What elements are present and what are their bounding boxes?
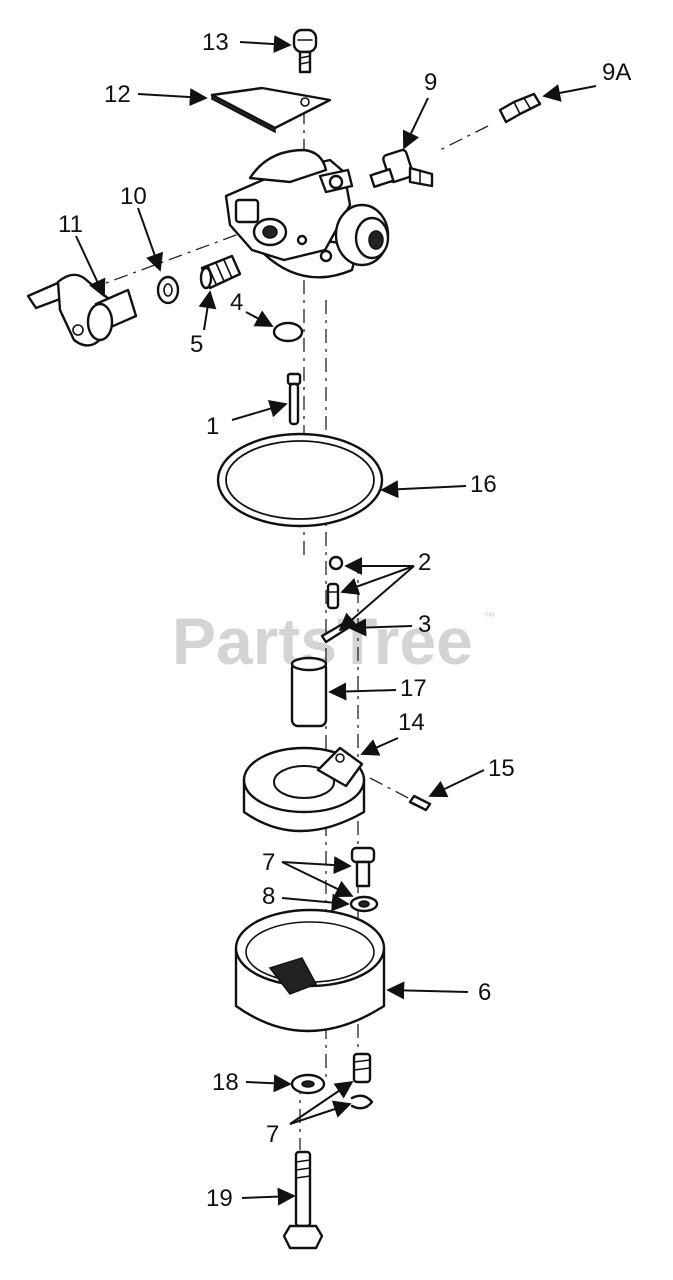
callout-16: 16 <box>470 471 497 498</box>
leader-arrows <box>75 35 597 1206</box>
part-4-welch-plug <box>272 321 304 343</box>
part-6-float-bowl <box>234 908 386 1033</box>
part-15-pin <box>408 794 432 812</box>
part-13-screw <box>292 28 318 74</box>
part-14-float-bowl-ring <box>242 746 366 833</box>
part-9a-fitting <box>498 92 542 124</box>
callout-2: 2 <box>418 549 431 576</box>
part-16-gasket-ring <box>216 432 384 528</box>
callout-3: 3 <box>418 611 431 638</box>
callout-19: 19 <box>206 1185 233 1212</box>
carburetor-body <box>224 148 390 279</box>
callout-13: 13 <box>202 29 229 56</box>
part-9-elbow-fitting <box>369 148 434 188</box>
callout-7-upper: 7 <box>262 849 275 876</box>
callout-9a: 9A <box>602 59 631 86</box>
callout-18: 18 <box>212 1069 239 1096</box>
part-10-washer <box>156 275 180 305</box>
callout-1: 1 <box>206 413 219 440</box>
part-17-sleeve <box>290 656 328 728</box>
callout-15: 15 <box>488 755 515 782</box>
part-5-spring <box>199 254 242 290</box>
part-7-clip-lower <box>350 1094 374 1110</box>
callout-9: 9 <box>424 69 437 96</box>
part-12-gasket <box>210 86 332 134</box>
callout-14: 14 <box>398 709 425 736</box>
watermark-trademark: ™ <box>484 611 495 623</box>
callout-10: 10 <box>120 183 147 210</box>
callout-12: 12 <box>104 81 131 108</box>
part-1-nozzle <box>286 372 302 426</box>
part-11-throttle-shaft <box>26 273 138 347</box>
callout-6: 6 <box>478 979 491 1006</box>
part-18-washer <box>290 1073 326 1095</box>
callout-8: 8 <box>262 883 275 910</box>
part-19-bolt <box>282 1150 324 1250</box>
callout-11: 11 <box>58 211 83 238</box>
part-7-screw-upper <box>350 846 376 888</box>
callout-labels: 13 12 9 9A 10 11 4 5 1 16 2 3 17 14 15 7… <box>58 29 631 1212</box>
callout-5: 5 <box>190 331 203 358</box>
part-7-spring-lower <box>352 1052 372 1084</box>
part-2-needle-and-seat <box>326 555 344 610</box>
callout-7-lower: 7 <box>266 1121 279 1148</box>
part-8-washer <box>349 895 379 913</box>
callout-17: 17 <box>400 675 427 702</box>
callout-4: 4 <box>230 289 243 316</box>
